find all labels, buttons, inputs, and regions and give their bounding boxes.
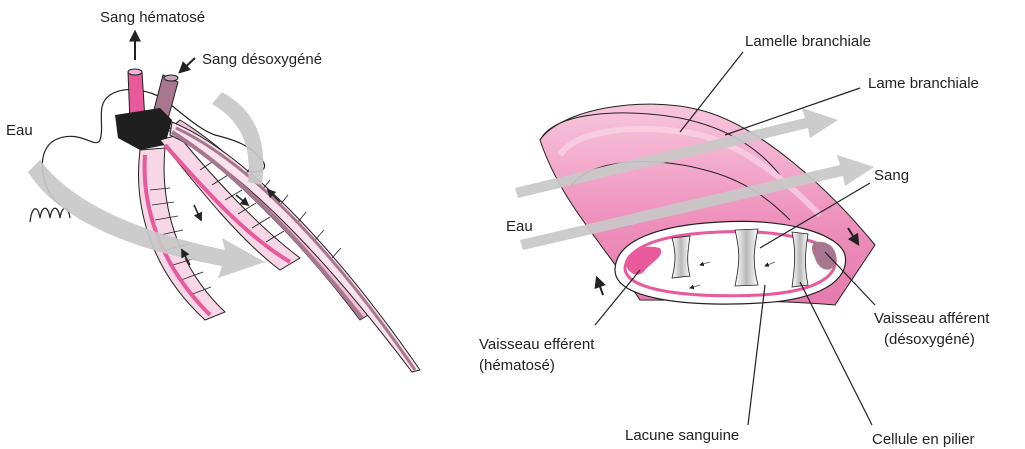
label-hematose: (hématosé): [479, 357, 555, 374]
label-eau-right: Eau: [506, 218, 533, 235]
pillar-cell-3: [792, 232, 808, 287]
pillar-cell-1: [672, 236, 690, 278]
label-desoxygene: (désoxygéné): [884, 331, 975, 348]
pillar-cell-2: [735, 229, 758, 286]
label-lame-branchiale: Lame branchiale: [868, 75, 979, 92]
label-lamelle-branchiale: Lamelle branchiale: [745, 33, 871, 50]
label-vaisseau-efferent: Vaisseau efférent: [479, 336, 595, 353]
right-lamella-figure: Lamelle branchiale Lame branchiale Sang …: [479, 33, 990, 448]
label-cellule-en-pilier: Cellule en pilier: [872, 431, 975, 448]
left-gill-figure: Sang hématosé Sang désoxygéné Eau: [6, 9, 420, 372]
gill-fringe: [30, 208, 70, 222]
label-vaisseau-afferent: Vaisseau afférent: [874, 310, 990, 327]
label-sang: Sang: [874, 167, 909, 184]
label-lacune-sanguine: Lacune sanguine: [625, 427, 739, 444]
label-sang-desoxygene: Sang désoxygéné: [202, 51, 322, 68]
label-sang-hematose: Sang hématosé: [100, 9, 205, 26]
label-eau-left: Eau: [6, 122, 33, 139]
